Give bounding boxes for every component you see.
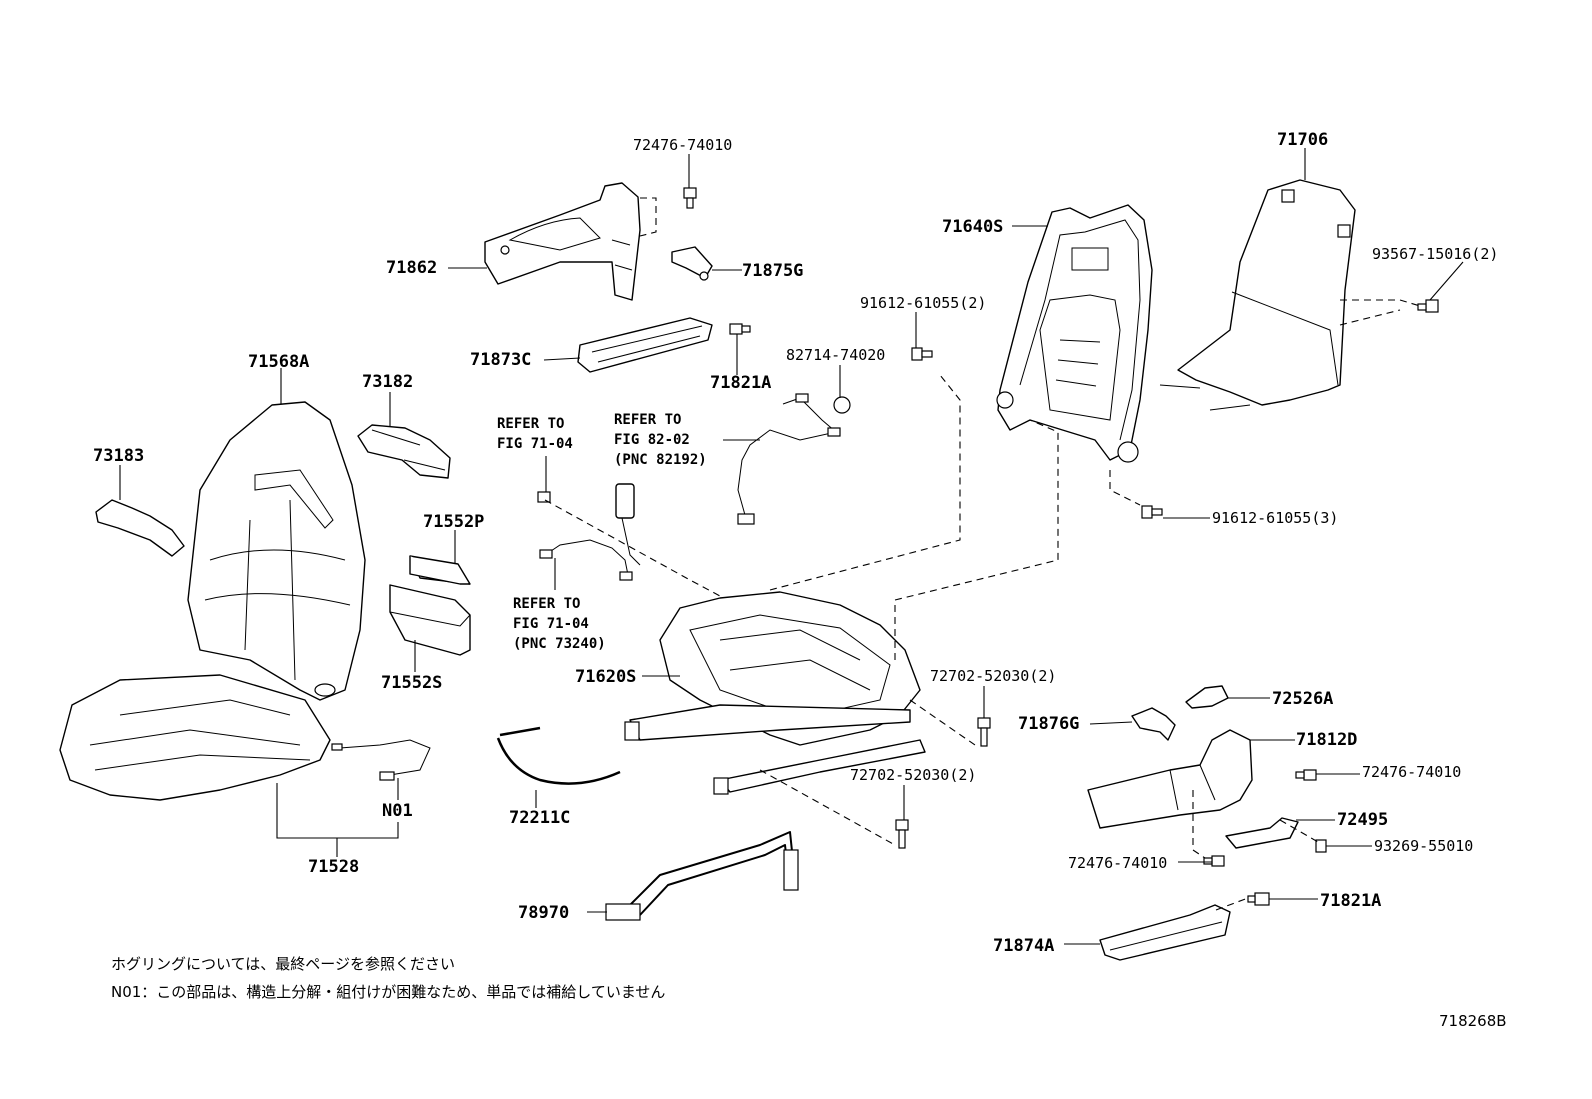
label-82714-74020[interactable]: 82714-74020 (786, 346, 885, 364)
label-71620S[interactable]: 71620S (575, 667, 636, 687)
pad-73182-drawing (357, 424, 451, 479)
screw-93269-55010-drawing (1315, 839, 1327, 853)
seat-belt-buckle-drawing (537, 483, 641, 581)
heater-wire-N01-drawing (331, 739, 431, 781)
ref-82-02-line1: REFER TO (614, 412, 681, 428)
label-71821A-top[interactable]: 71821A (710, 373, 771, 393)
screw-71821A-bottom-drawing (1247, 892, 1270, 906)
label-71552P[interactable]: 71552P (423, 512, 484, 532)
cap-72526A-drawing (1185, 685, 1229, 709)
ref-71-04-b-line1: REFER TO (513, 596, 580, 612)
label-91612-61055-3[interactable]: 91612-61055(3) (1212, 509, 1338, 527)
seatback-board-71706-drawing (1159, 179, 1356, 411)
cover-71873C-drawing (577, 317, 713, 373)
bolt-72476-74010-bottom-drawing (1203, 855, 1225, 867)
pad-71552P-drawing (409, 555, 471, 585)
ref-71-04-a-line2[interactable]: FIG 71-04 (497, 436, 573, 452)
label-72702-52030-b[interactable]: 72702-52030(2) (850, 766, 976, 784)
label-71706[interactable]: 71706 (1277, 130, 1328, 150)
label-71876G[interactable]: 71876G (1018, 714, 1079, 734)
label-72702-52030-a[interactable]: 72702-52030(2) (930, 667, 1056, 685)
ref-82-02-line3: (PNC 82192) (614, 452, 707, 468)
seatback-cover-71568A-drawing (187, 401, 366, 701)
part-labels: 72476-74010 71862 71875G 71873C 71821A 8… (93, 130, 1498, 956)
note-hog-ring: ホグリングについては、最終ページを参照ください (111, 955, 455, 973)
reference-notes: REFER TO FIG 71-04 REFER TO FIG 82-02 (P… (497, 412, 707, 652)
shield-71812D-drawing (1087, 729, 1253, 829)
harness-82714-74020-drawing (737, 393, 851, 525)
bolt-93567-15016-drawing (1417, 299, 1439, 313)
label-71568A[interactable]: 71568A (248, 352, 309, 372)
label-71552S[interactable]: 71552S (381, 673, 442, 693)
screw-71821A-top-drawing (729, 323, 751, 335)
label-71875G[interactable]: 71875G (742, 261, 803, 281)
label-91612-61055-2[interactable]: 91612-61055(2) (860, 294, 986, 312)
ref-71-04-b-line3: (PNC 73240) (513, 636, 606, 652)
knob-72495-drawing (1225, 817, 1299, 849)
bolt-72702-52030-a-drawing (977, 717, 991, 747)
ref-82-02-line2[interactable]: FIG 82-02 (614, 432, 690, 448)
label-71874A[interactable]: 71874A (993, 936, 1054, 956)
ref-71-04-a-line1: REFER TO (497, 416, 564, 432)
figure-id: 718268B (1439, 1012, 1507, 1030)
label-71862[interactable]: 71862 (386, 258, 437, 278)
assembly-lines (544, 197, 1421, 911)
label-71640S[interactable]: 71640S (942, 217, 1003, 237)
label-71528[interactable]: 71528 (308, 857, 359, 877)
cable-72211C-drawing (496, 726, 621, 785)
footnotes: ホグリングについては、最終ページを参照ください N01：この部品は、構造上分解・… (111, 955, 1507, 1030)
ref-71-04-b-line2[interactable]: FIG 71-04 (513, 616, 589, 632)
label-73183[interactable]: 73183 (93, 446, 144, 466)
label-72526A[interactable]: 72526A (1272, 689, 1333, 709)
label-73182[interactable]: 73182 (362, 372, 413, 392)
label-71821A-bottom[interactable]: 71821A (1320, 891, 1381, 911)
label-93567-15016[interactable]: 93567-15016(2) (1372, 245, 1498, 263)
label-71812D[interactable]: 71812D (1296, 730, 1357, 750)
seatback-frame-71640S-drawing (996, 204, 1153, 463)
clip-71875G-drawing (671, 246, 713, 281)
bracket-71862-drawing (484, 182, 641, 301)
pad-73183-drawing (95, 499, 185, 557)
cushion-cover-71528-drawing (59, 674, 331, 801)
bolt-72476-74010-top-drawing (683, 187, 697, 209)
label-93269-55010[interactable]: 93269-55010 (1374, 837, 1473, 855)
label-72211C[interactable]: 72211C (509, 808, 570, 828)
cover-71874A-drawing (1099, 904, 1231, 961)
label-72476-74010-right[interactable]: 72476-74010 (1362, 763, 1461, 781)
cushion-frame-71620S-drawing (624, 591, 926, 795)
label-72476-74010-bottom[interactable]: 72476-74010 (1068, 854, 1167, 872)
label-72476-74010-top[interactable]: 72476-74010 (633, 136, 732, 154)
bolt-72702-52030-b-drawing (895, 819, 909, 849)
rod-78970-drawing (605, 831, 799, 921)
label-72495[interactable]: 72495 (1337, 810, 1388, 830)
clip-71876G-drawing (1131, 707, 1176, 741)
label-N01[interactable]: N01 (382, 801, 413, 821)
note-N01: N01：この部品は、構造上分解・組付けが困難なため、単品では補給していません (111, 983, 665, 1001)
label-78970[interactable]: 78970 (518, 903, 569, 923)
pad-71552S-drawing (389, 584, 471, 656)
leader-lines (119, 148, 1464, 945)
bolt-91612-61055-a-drawing (911, 347, 933, 361)
bolt-91612-61055-b-drawing (1141, 505, 1163, 519)
bolt-72476-74010-right-drawing (1295, 769, 1317, 781)
label-71873C[interactable]: 71873C (470, 350, 531, 370)
